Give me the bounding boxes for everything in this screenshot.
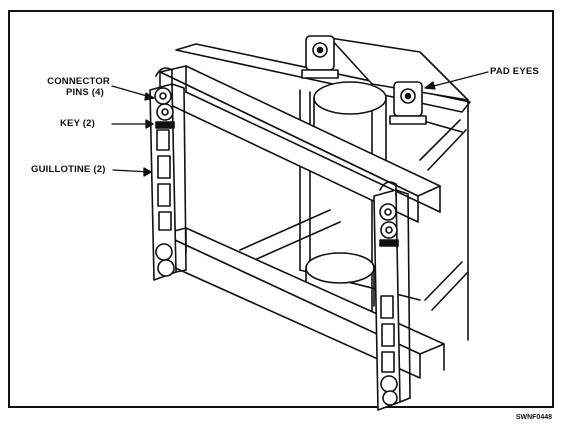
pad-eye-right <box>389 81 427 125</box>
figure-border <box>8 10 554 408</box>
figure-code: SWNF0448 <box>515 414 552 421</box>
upper-beam <box>159 65 441 223</box>
pad-eye-left <box>301 35 339 79</box>
guillotine-left <box>149 67 187 281</box>
guillotine-label: GUILLOTINE (2) <box>31 164 106 175</box>
connector-pins-label: CONNECTOR PINS (4) <box>38 76 110 98</box>
leader-lines <box>111 71 489 177</box>
lower-beam <box>161 227 445 379</box>
pad-eyes-label: PAD EYES <box>490 66 539 77</box>
guillotine-right <box>373 181 411 411</box>
connector-pins-label-line1: CONNECTOR <box>47 76 110 87</box>
key-label: KEY (2) <box>60 118 96 129</box>
connector-pins-label-line2: PINS (4) <box>65 87 104 98</box>
